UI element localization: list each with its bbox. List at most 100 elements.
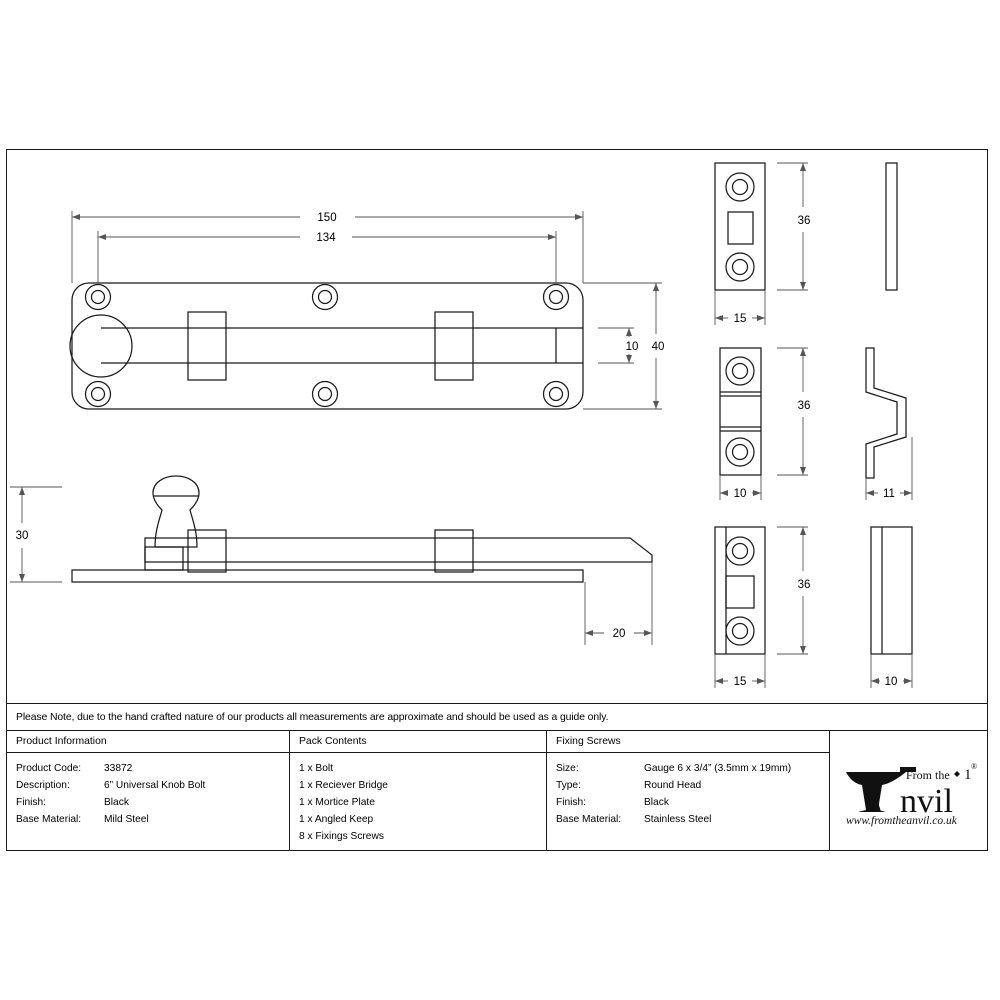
brand-logo-cell: nvil From the 1 ® www.fromtheanvil.co.uk [830, 731, 986, 850]
description-value: 6” Universal Knob Bolt [104, 780, 206, 791]
bolt-plan-view [69, 282, 584, 410]
dim-label-11-bridge: 11 [883, 488, 895, 500]
product-code-value: 33872 [104, 763, 133, 774]
dimension-40 [583, 282, 662, 410]
bolt-side-collar-1 [187, 529, 227, 573]
logo-diamond-icon [954, 770, 960, 777]
screw-finish-value: Black [644, 797, 669, 808]
dimension-15-keep [714, 654, 766, 688]
product-code-label: Product Code: [16, 763, 82, 774]
dimension-36-bridge [777, 347, 808, 476]
screw-type-label: Type: [556, 780, 581, 791]
table-row: Product Code: 33872 [16, 760, 289, 777]
receiver-bridge-fold-lines [720, 391, 761, 432]
dimension-30 [10, 486, 62, 583]
description-label: Description: [16, 780, 70, 791]
dimension-134 [97, 231, 557, 283]
angled-keep-slot [725, 575, 755, 609]
list-item: 1 x Reciever Bridge [299, 780, 388, 791]
screw-base-material-label: Base Material: [556, 814, 622, 825]
dim-label-15-keep: 15 [734, 676, 747, 688]
from-the-anvil-logo: nvil From the 1 ® www.fromtheanvil.co.uk [838, 754, 978, 828]
base-material-label: Base Material: [16, 814, 82, 825]
table-row: Size: Gauge 6 x 3/4” (3.5mm x 19mm) [556, 760, 829, 777]
screw-type-value: Round Head [644, 780, 702, 791]
dimension-10-keep [870, 654, 913, 688]
table-row: Base Material: Stainless Steel [556, 811, 829, 828]
receiver-bridge-front [719, 347, 762, 476]
anvil-logo-icon: nvil From the 1 ® www.fromtheanvil.co.uk [846, 762, 977, 827]
anvil-letter-a-icon [866, 784, 881, 812]
product-information-column: Product Information Product Code: 33872 … [7, 731, 290, 850]
pack-contents-body: 1 x Bolt 1 x Reciever Bridge 1 x Mortice… [290, 753, 546, 845]
screw-finish-label: Finish: [556, 797, 587, 808]
list-item: 8 x Fixings Screws [299, 831, 384, 842]
bolt-knob-side [152, 475, 200, 548]
dimension-20 [584, 562, 653, 645]
pack-contents-header: Pack Contents [290, 731, 546, 753]
bolt-side-collar-2 [434, 529, 474, 573]
dim-label-10-keep: 10 [885, 676, 898, 688]
dimension-11-bridge [865, 437, 913, 500]
mortice-plate-front [714, 162, 766, 291]
fixing-screws-body: Size: Gauge 6 x 3/4” (3.5mm x 19mm) Type… [547, 753, 829, 828]
bolt-knob-base [144, 546, 184, 571]
mortice-plate-side [885, 162, 898, 291]
logo-website-text: www.fromtheanvil.co.uk [846, 815, 958, 827]
dim-label-134: 134 [316, 232, 336, 244]
bolt-knob-plan [69, 314, 133, 378]
screw-size-label: Size: [556, 763, 579, 774]
dimension-10-bridge [719, 475, 762, 500]
bolt-screw-holes [84, 283, 570, 408]
pack-contents-column: Pack Contents 1 x Bolt 1 x Reciever Brid… [290, 731, 547, 850]
dimension-10-bar [598, 327, 634, 364]
bolt-side-view [71, 475, 653, 583]
receiver-bridge-side [865, 347, 907, 479]
mortice-plate-slot [727, 211, 754, 245]
base-material-value: Mild Steel [104, 814, 149, 825]
table-row: Finish: Black [16, 794, 289, 811]
logo-numeral-one: 1 [964, 767, 972, 783]
table-row: Type: Round Head [556, 777, 829, 794]
bolt-side-bar [144, 537, 653, 563]
anvil-shape-icon [846, 766, 916, 812]
dimension-36-mortice [777, 162, 808, 291]
product-info-table: Product Information Product Code: 33872 … [6, 731, 988, 851]
fixing-screws-header: Fixing Screws [547, 731, 829, 753]
bolt-bar [101, 327, 583, 364]
brand-logo-column: nvil From the 1 ® www.fromtheanvil.co.uk [830, 731, 986, 850]
table-row: Finish: Black [556, 794, 829, 811]
product-information-body: Product Code: 33872 Description: 6” Univ… [7, 753, 289, 828]
dim-label-10-bar: 10 [626, 341, 639, 353]
fixing-screws-column: Fixing Screws Size: Gauge 6 x 3/4” (3.5m… [547, 731, 830, 850]
measurement-note-text: Please Note, due to the hand crafted nat… [16, 711, 609, 723]
measurement-note-row: Please Note, due to the hand crafted nat… [6, 703, 988, 731]
screw-base-material-value: Stainless Steel [644, 814, 712, 825]
bolt-side-backplate [71, 569, 584, 583]
logo-registered-mark: ® [971, 762, 977, 771]
screw-size-value: Gauge 6 x 3/4” (3.5mm x 19mm) [644, 763, 792, 774]
bolt-collar-2 [434, 311, 474, 381]
dim-label-36-keep: 36 [798, 579, 811, 591]
list-item: 1 x Bolt [299, 763, 333, 774]
dimension-15-mortice [714, 290, 766, 325]
dim-label-10-bridge: 10 [734, 488, 747, 500]
list-item: 1 x Angled Keep [299, 814, 374, 825]
table-row: Base Material: Mild Steel [16, 811, 289, 828]
list-item: 1 x Mortice Plate [299, 797, 375, 808]
dim-label-150: 150 [317, 212, 336, 224]
dim-label-20: 20 [613, 628, 626, 640]
finish-label: Finish: [16, 797, 47, 808]
dim-label-40: 40 [652, 341, 665, 353]
dim-label-15-mortice: 15 [734, 313, 747, 325]
dimension-36-keep [777, 526, 808, 655]
bolt-collar-1 [187, 311, 227, 381]
angled-keep-side [870, 526, 913, 655]
dim-label-30: 30 [16, 530, 29, 542]
product-information-header: Product Information [7, 731, 289, 753]
dimension-150 [71, 211, 584, 283]
finish-value: Black [104, 797, 129, 808]
logo-main-text: nvil [900, 783, 953, 820]
